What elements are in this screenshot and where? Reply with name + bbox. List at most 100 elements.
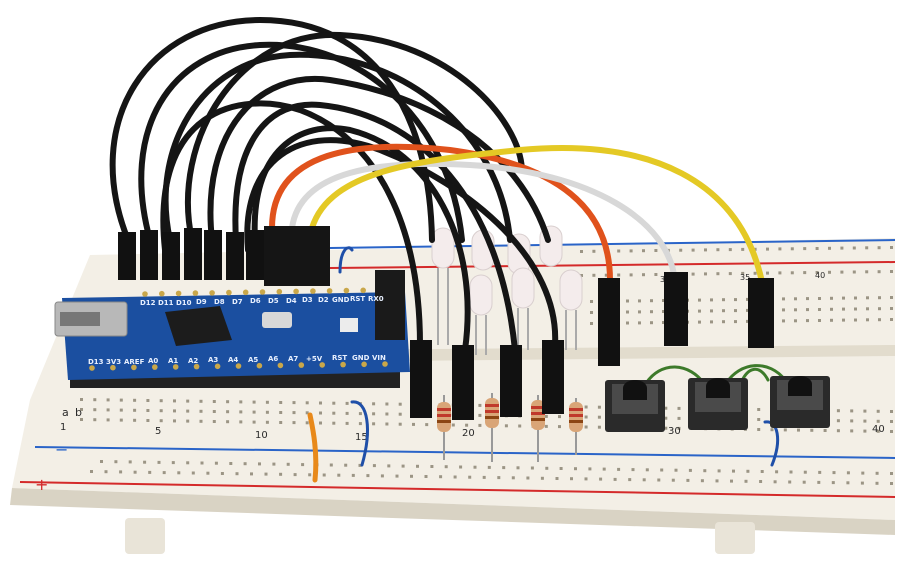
breadboard-hole xyxy=(686,478,690,482)
pin-label: A6 xyxy=(268,355,278,363)
breadboard-hole xyxy=(836,429,840,433)
breadboard-hole xyxy=(677,416,681,420)
led xyxy=(431,227,455,345)
breadboard-hole xyxy=(177,471,181,475)
breadboard-hole xyxy=(559,467,563,470)
breadboard-hole xyxy=(540,476,544,480)
breadboard-hole xyxy=(128,460,132,464)
breadboard-hole xyxy=(398,402,402,406)
pin-label: D3 xyxy=(302,296,313,304)
pin-label: AREF xyxy=(124,358,145,366)
breadboard-hole xyxy=(757,408,761,411)
breadboard-hole xyxy=(766,271,769,275)
rail-line-red-top xyxy=(329,261,896,269)
pin-row-bottom xyxy=(89,361,388,371)
breadboard-hole xyxy=(243,462,247,466)
breadboard-hole xyxy=(746,319,749,323)
arduino-nano xyxy=(54,270,410,388)
breadboard-hole xyxy=(830,296,833,300)
breadboard-hole xyxy=(345,411,349,415)
header-pin xyxy=(152,364,158,370)
breadboard-hole xyxy=(828,270,831,274)
breadboard-hole xyxy=(778,271,782,275)
breadboard-hole xyxy=(497,476,501,480)
breadboard-hole xyxy=(732,469,735,473)
header-pin xyxy=(319,362,326,368)
pin-label: 3V3 xyxy=(106,358,121,366)
breadboard-hole xyxy=(677,426,681,430)
push-buttons xyxy=(605,376,830,432)
breadboard-hole xyxy=(710,298,713,302)
breadboard-hole xyxy=(106,408,110,412)
breadboard-hole xyxy=(722,309,725,313)
column-number: 1 xyxy=(60,422,66,433)
breadboard-hole xyxy=(890,472,893,475)
wire-black xyxy=(162,51,513,243)
breadboard-hole xyxy=(133,470,137,474)
header-pin xyxy=(259,289,266,295)
breadboard-hole xyxy=(760,470,764,473)
breadboard-hole xyxy=(734,298,737,302)
column-number: 40 xyxy=(815,271,825,280)
breadboard-hole xyxy=(332,421,336,425)
breadboard-hole xyxy=(604,273,608,277)
breadboard-hole xyxy=(854,296,857,300)
breadboard-hole xyxy=(286,462,290,466)
breadboard-hole xyxy=(220,472,224,475)
breadboard-hole xyxy=(159,419,163,423)
resistor xyxy=(437,395,451,460)
breadboard-hole xyxy=(617,249,621,253)
header-pin xyxy=(361,361,367,368)
jumper-wires xyxy=(109,16,787,483)
breadboard-hole xyxy=(412,422,415,426)
breadboard-hole xyxy=(866,296,869,300)
breadboard-hole xyxy=(730,479,733,483)
breadboard-hole xyxy=(788,480,792,484)
breadboard-hole xyxy=(430,465,434,468)
breadboard-hole xyxy=(599,477,603,481)
breadboard-hole xyxy=(671,478,675,482)
header-pin xyxy=(131,364,137,371)
header-pin xyxy=(340,361,346,368)
breadboard-hole xyxy=(890,482,893,485)
breadboard-hole xyxy=(574,467,577,471)
header-pin xyxy=(276,288,283,295)
breadboard-hole xyxy=(789,470,793,474)
pin-label: A4 xyxy=(228,356,238,364)
silkscreen-bottom: D13 3V3 AREF A0 A1 A2 A3 A4 A5 A6 A7 +5V… xyxy=(88,354,386,366)
breadboard-hole xyxy=(401,464,405,468)
header-pin xyxy=(256,362,263,369)
breadboard-hole xyxy=(662,310,665,313)
wire-blue xyxy=(763,420,780,467)
breadboard-hole xyxy=(146,419,150,422)
pin-row-top xyxy=(142,287,383,297)
rail-minus-label: − xyxy=(55,440,68,459)
breadboard-hole xyxy=(657,478,661,482)
breadboard-hole xyxy=(759,480,763,483)
breadboard-hole xyxy=(322,473,326,477)
breadboard-hole xyxy=(511,476,515,480)
breadboard-hole xyxy=(802,480,806,484)
breadboard-hole xyxy=(272,462,276,466)
breadboard-hole xyxy=(159,409,163,413)
breadboard-hole xyxy=(459,465,463,469)
breadboard-hole xyxy=(878,296,881,300)
breadboard-hole xyxy=(803,247,807,251)
pin-label: D12 xyxy=(140,299,156,307)
breadboard-hole xyxy=(704,248,707,252)
breadboard-hole xyxy=(626,321,629,325)
breadboard-hole xyxy=(226,400,230,404)
breadboard-hole xyxy=(818,308,821,311)
breadboard-hole xyxy=(846,481,850,485)
breadboard-hole xyxy=(850,409,854,413)
pin-label: A1 xyxy=(168,357,178,365)
breadboard-hole xyxy=(186,409,190,413)
breadboard-hole xyxy=(372,412,376,416)
breadboard-hole xyxy=(590,311,593,314)
breadboard-hole xyxy=(794,319,797,323)
breadboard-hole xyxy=(372,422,376,426)
breadboard-hole xyxy=(613,477,617,481)
breadboard-hole xyxy=(186,399,190,403)
breadboard-hole xyxy=(626,310,629,314)
breadboard-hole xyxy=(728,272,732,276)
